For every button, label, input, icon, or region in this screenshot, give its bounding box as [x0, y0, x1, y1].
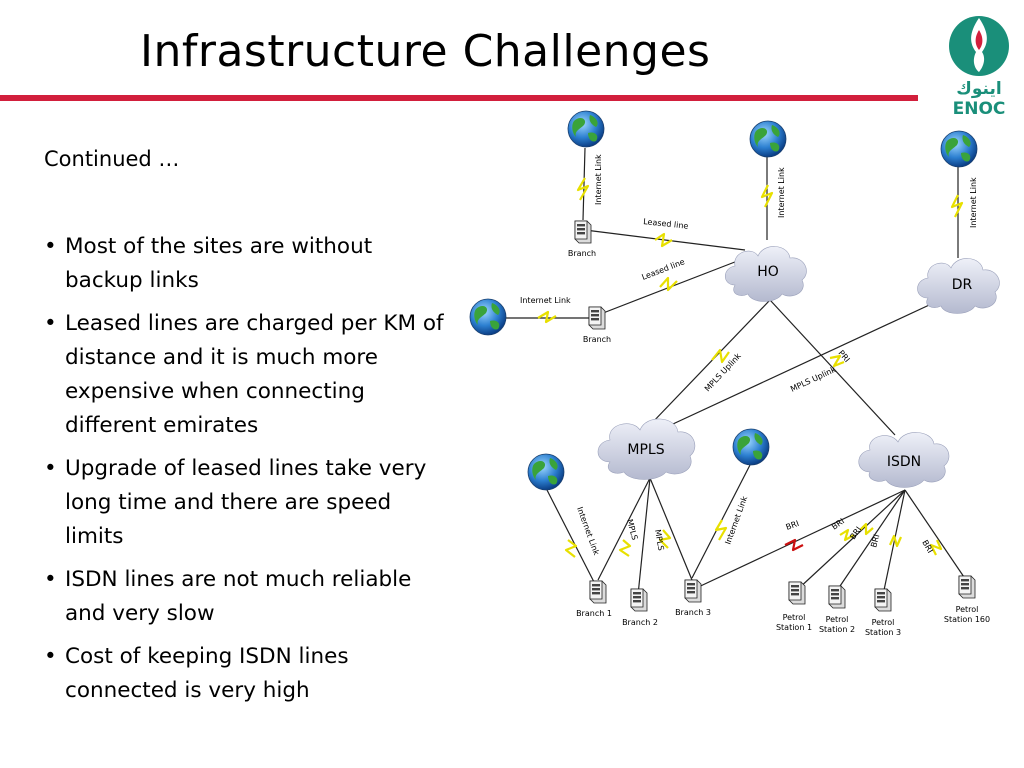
link-label: MPLS — [625, 518, 639, 541]
petrol-station-server-icon — [958, 575, 976, 599]
link-label: Internet Link — [777, 167, 786, 218]
link-label: Internet Link — [520, 296, 571, 305]
cloud-isdn: ISDN — [858, 432, 950, 488]
link-label: Internet Link — [723, 495, 749, 546]
node-label: Branch — [568, 249, 596, 258]
cloud-label: DR — [952, 277, 973, 293]
link-label: PRI — [836, 349, 851, 365]
node-label: Station 3 — [865, 628, 901, 637]
node-label: Petrol — [956, 605, 979, 614]
svg-text:ENOC: ENOC — [953, 99, 1006, 118]
petrol-station-server-icon — [874, 588, 892, 612]
petrol-station-server-icon — [788, 581, 806, 605]
internet-globe-icon — [732, 428, 770, 466]
node-label: Station 2 — [819, 625, 855, 634]
cloud-ho: HO — [724, 246, 807, 302]
bullet-item: Cost of keeping ISDN lines connected is … — [44, 640, 444, 708]
cloud-label: MPLS — [627, 442, 664, 458]
enoc-logo: اينوك ENOC — [949, 16, 1009, 118]
node-label: Petrol — [872, 618, 895, 627]
cloud-mpls: MPLS — [597, 418, 696, 480]
branch-server-icon — [630, 588, 648, 612]
node-label: Branch 2 — [622, 618, 658, 627]
node-label: Petrol — [783, 613, 806, 622]
svg-text:اينوك: اينوك — [956, 79, 1001, 99]
branch-server-icon — [684, 579, 702, 603]
cloud-label: HO — [757, 264, 779, 280]
node-label: Branch 3 — [675, 608, 711, 617]
continued-label: Continued … — [44, 147, 180, 171]
link-label: BRI — [869, 533, 881, 548]
branch-server-icon — [588, 306, 606, 330]
internet-globe-icon — [527, 453, 565, 491]
node-label: Branch 1 — [576, 609, 612, 618]
cloud-label: ISDN — [887, 454, 921, 470]
link-label: Leased line — [643, 217, 689, 231]
internet-globe-icon — [469, 298, 507, 336]
link-label: Internet Link — [575, 506, 601, 557]
link-label: Internet Link — [594, 154, 603, 205]
node-label: Station 1 — [776, 623, 812, 632]
internet-globe-icon — [749, 120, 787, 158]
cloud-dr: DR — [917, 258, 1000, 314]
slide-title: Infrastructure Challenges — [140, 26, 711, 77]
link-label: BRI — [920, 539, 934, 555]
internet-globe-icon — [940, 130, 978, 168]
network-diagram: HO DR MPLS ISDN Branch Branch Branch 1 B… — [469, 110, 1000, 637]
bullet-item: Upgrade of leased lines take very long t… — [44, 452, 444, 554]
link-label: MPLS — [653, 529, 666, 552]
bullet-item: Leased lines are charged per KM of dista… — [44, 307, 444, 443]
bullet-item: ISDN lines are not much reliable and ver… — [44, 563, 444, 631]
petrol-station-server-icon — [828, 585, 846, 609]
node-label: Petrol — [826, 615, 849, 624]
branch-server-icon — [574, 220, 592, 244]
title-divider — [0, 95, 918, 101]
branch-server-icon — [589, 580, 607, 604]
challenge-list: Most of the sites are without backup lin… — [44, 230, 444, 717]
link-label: MPLS Uplink — [703, 351, 743, 393]
node-label: Branch — [583, 335, 611, 344]
internet-globe-icon — [567, 110, 605, 148]
link-label: Internet Link — [969, 177, 978, 228]
link-label: BRI — [785, 519, 801, 532]
bullet-item: Most of the sites are without backup lin… — [44, 230, 444, 298]
node-label: Station 160 — [944, 615, 990, 624]
link-label: MPLS Uplink — [789, 365, 837, 394]
link-label: Leased line — [640, 257, 686, 282]
